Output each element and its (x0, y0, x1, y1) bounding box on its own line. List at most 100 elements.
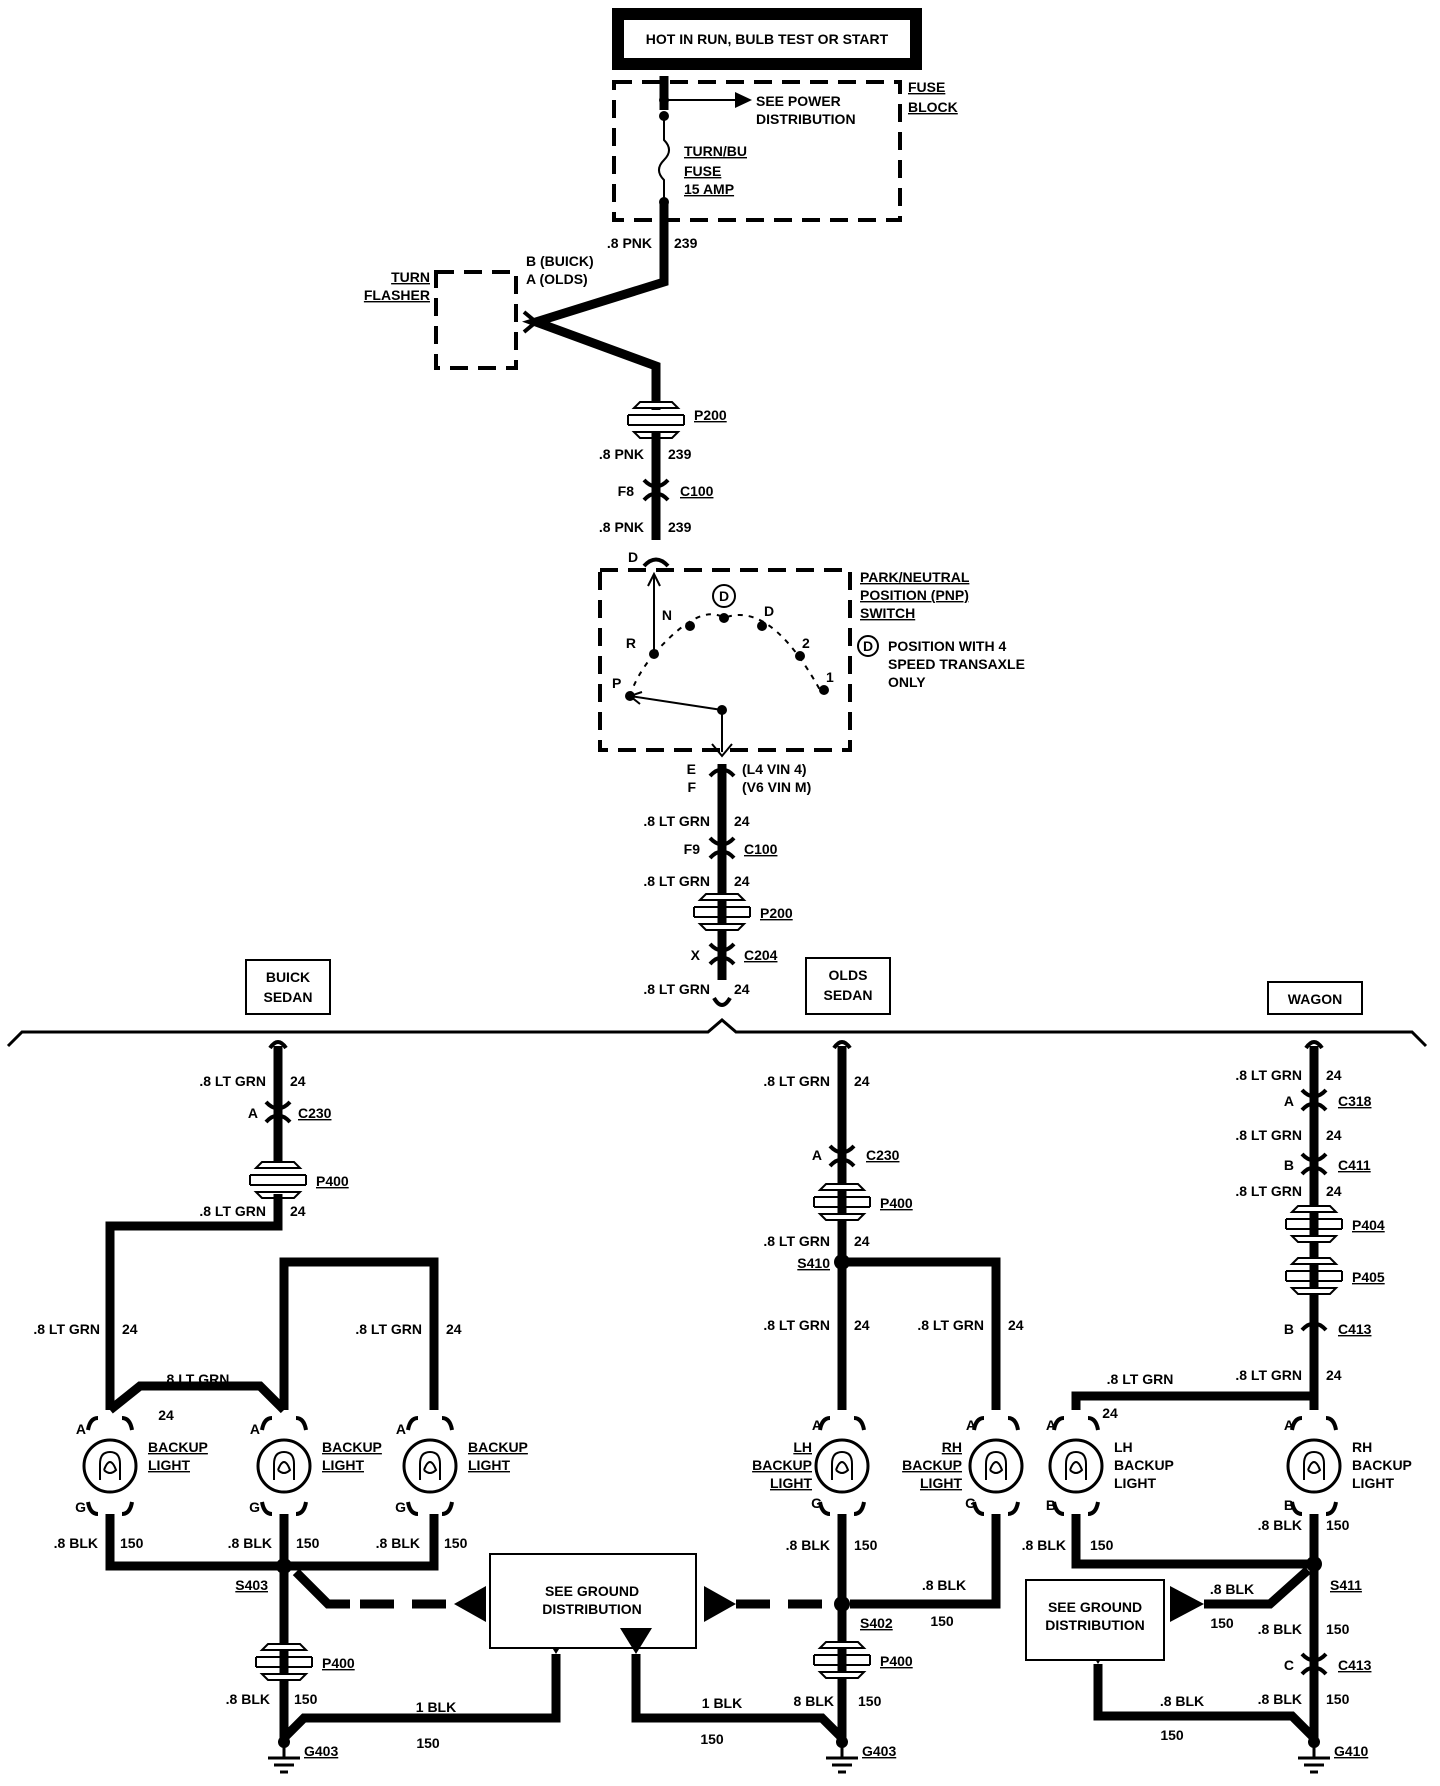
flasher-pin-a: A (OLDS) (526, 271, 588, 287)
rh-lamp-label: RH (1352, 1439, 1372, 1455)
wire-label: .8 LT GRN (643, 813, 710, 829)
flasher-pin-b: B (BUICK) (526, 253, 594, 269)
lamp-pin-b: B (1284, 1497, 1294, 1513)
wire-label: .8 LT GRN (1235, 1367, 1302, 1383)
pnp-e-note: (L4 VIN 4) (742, 761, 807, 777)
splice-s402 (834, 1596, 850, 1612)
rh-lamp-label-2: BACKUP (902, 1457, 962, 1473)
s410-label: S410 (797, 1255, 830, 1271)
wire-label: .8 LT GRN (643, 981, 710, 997)
pnp-note: POSITION WITH 4 (888, 638, 1006, 654)
pnp-pin-d: D (628, 549, 638, 565)
arrow-right-icon (704, 1586, 736, 1622)
wire-label: 1 BLK (702, 1695, 742, 1711)
g410-label: G410 (1334, 1743, 1368, 1759)
pnp-pos-r: R (626, 635, 636, 651)
g403-label: G403 (862, 1743, 896, 1759)
olds-sedan-label: OLDS (829, 967, 868, 983)
wire-circuit: 150 (700, 1731, 724, 1747)
wire-circuit: 24 (854, 1073, 870, 1089)
wire-circuit: 24 (290, 1073, 306, 1089)
d-circle-text: D (863, 638, 873, 654)
wire-circuit: 150 (296, 1535, 320, 1551)
buick-sedan-label: BUICK (266, 969, 310, 985)
pnp-switch-label-3: SWITCH (860, 605, 915, 621)
pnp-pin-f: F (687, 779, 696, 795)
wire-circuit: 150 (294, 1691, 318, 1707)
wire-circuit: 24 (1326, 1127, 1342, 1143)
lamp-label-2: LIGHT (322, 1457, 364, 1473)
lh-lamp-label: LH (793, 1439, 812, 1455)
p400-label: P400 (316, 1173, 349, 1189)
s411-label: S411 (1330, 1577, 1362, 1593)
wire-circuit: 239 (674, 235, 698, 251)
pnp-pos-2: 2 (802, 635, 810, 651)
rh-lamp-label-2: BACKUP (1352, 1457, 1412, 1473)
c413-label: C413 (1338, 1321, 1372, 1337)
arrow-left-icon (1170, 1586, 1204, 1622)
switch-position-1 (819, 685, 829, 695)
wire-circuit: 24 (122, 1321, 138, 1337)
wire-circuit: 150 (1160, 1727, 1184, 1743)
wire-label: 1 BLK (416, 1699, 456, 1715)
wire-label: .8 PNK (607, 235, 652, 251)
wire-circuit: 150 (1326, 1691, 1350, 1707)
switch-position-d (757, 621, 767, 631)
wire-label: .8 LT GRN (763, 1233, 830, 1249)
section-divider (6, 1018, 1428, 1048)
wire-circuit: 24 (446, 1321, 462, 1337)
wire-label: .8 BLK (1258, 1517, 1302, 1533)
wire-circuit: 239 (668, 446, 692, 462)
wire-circuit: 150 (120, 1535, 144, 1551)
wire-label: .8 BLK (1160, 1693, 1204, 1709)
wire-circuit: 24 (854, 1233, 870, 1249)
lh-lamp-label-2: BACKUP (1114, 1457, 1174, 1473)
turn-flasher-label: TURN (391, 269, 430, 285)
c318-pin: A (1284, 1093, 1294, 1109)
p404-label: P404 (1352, 1217, 1385, 1233)
wire-label: .8 LT GRN (163, 1371, 230, 1387)
fuse-block-label: FUSE (908, 79, 945, 95)
wire-circuit: 24 (1008, 1317, 1024, 1333)
wire-circuit: 150 (1210, 1615, 1234, 1631)
c204-pin: X (691, 947, 701, 963)
header-title: HOT IN RUN, BULB TEST OR START (646, 31, 889, 47)
lamp-label-2: LIGHT (468, 1457, 510, 1473)
wire-circuit: 150 (444, 1535, 468, 1551)
pnp-pos-n: N (662, 607, 672, 623)
see-ground-text: SEE GROUND (1048, 1599, 1142, 1615)
wire-label: .8 BLK (228, 1535, 272, 1551)
arrow-right-icon (735, 92, 752, 108)
p200-label: P200 (694, 407, 727, 423)
switch-position-r (649, 649, 659, 659)
c230-label: C230 (298, 1105, 332, 1121)
rh-lamp-label-3: LIGHT (1352, 1475, 1394, 1491)
p400-label: P400 (880, 1195, 913, 1211)
see-power-text: SEE POWER (756, 93, 841, 109)
lamp-pin-g: G (395, 1499, 406, 1515)
wire-label: .8 PNK (599, 446, 644, 462)
see-ground-text-2: DISTRIBUTION (1045, 1617, 1145, 1633)
switch-pivot (717, 705, 727, 715)
turn-flasher-label-2: FLASHER (364, 287, 430, 303)
wire-circuit: 150 (416, 1735, 440, 1751)
splice-s403 (276, 1558, 292, 1574)
c100-label: C100 (680, 483, 714, 499)
p400-label: P400 (322, 1655, 355, 1671)
rh-lamp-label-3: LIGHT (920, 1475, 962, 1491)
d-circle-icon (712, 584, 736, 608)
c413-pin: B (1284, 1321, 1294, 1337)
wire-label: .8 BLK (226, 1691, 270, 1707)
wire-label: .8 LT GRN (33, 1321, 100, 1337)
wire-label: .8 BLK (922, 1577, 966, 1593)
ground-dot (278, 1736, 290, 1748)
fuse-block-box (612, 80, 902, 222)
wire-circuit: 150 (1326, 1517, 1350, 1533)
olds-sedan-label-2: SEDAN (823, 987, 872, 1003)
pnp-switch-label: PARK/NEUTRAL (860, 569, 970, 585)
fuse-rating: 15 AMP (684, 181, 734, 197)
c318-label: C318 (1338, 1093, 1372, 1109)
wire-label: .8 LT GRN (1235, 1183, 1302, 1199)
wire-label: .8 LT GRN (763, 1317, 830, 1333)
